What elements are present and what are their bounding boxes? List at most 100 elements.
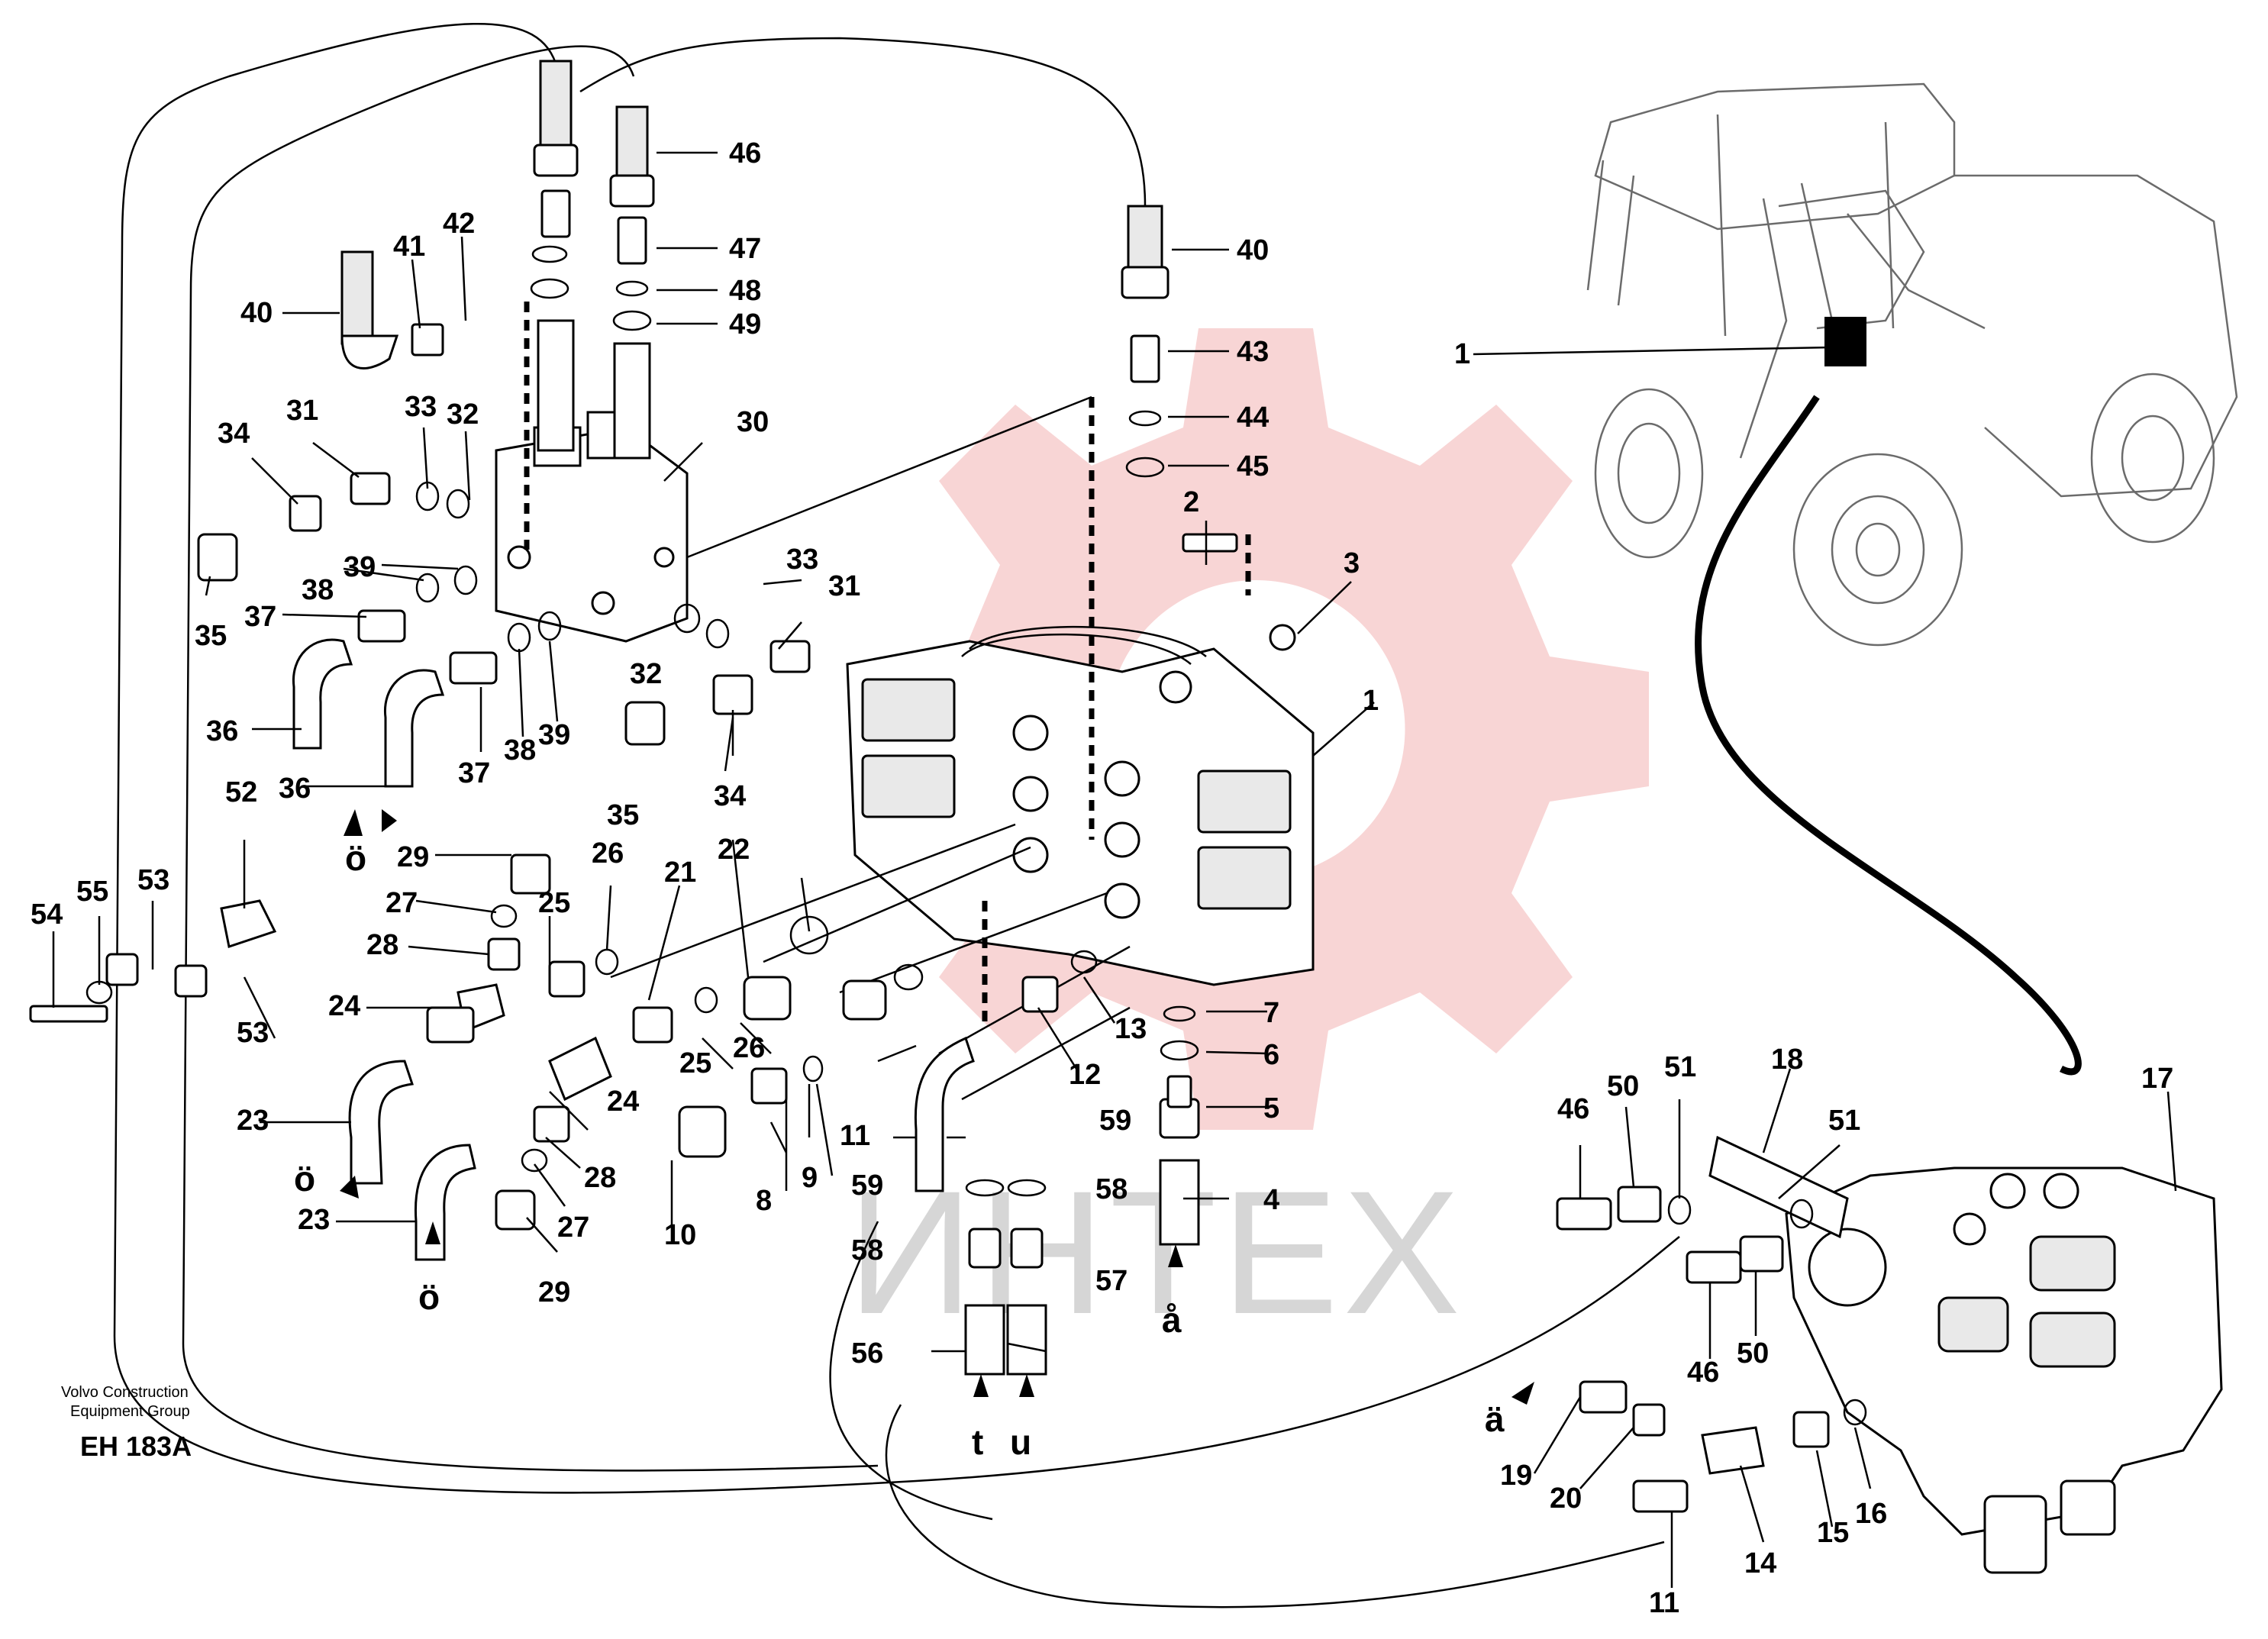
callout-25b: 25 xyxy=(679,1047,711,1079)
callout-27b: 27 xyxy=(557,1212,589,1244)
marker-a-ring: å xyxy=(1162,1300,1182,1340)
callout-46a: 46 xyxy=(729,137,761,169)
main-control-valve xyxy=(846,625,1315,986)
callout-26a: 26 xyxy=(592,837,624,870)
callout-49: 49 xyxy=(729,308,761,340)
callout-labels: 1 1 2 3 4 5 6 7 8 9 10 11 11 12 13 14 15… xyxy=(31,137,2173,1619)
callout-34a: 34 xyxy=(218,418,250,450)
callout-11a: 11 xyxy=(840,1120,870,1152)
callout-47: 47 xyxy=(729,233,761,265)
callout-59b: 59 xyxy=(1099,1105,1131,1137)
fittings-and-plugs xyxy=(29,472,1867,1513)
callout-42: 42 xyxy=(443,208,475,240)
long-hose-lines xyxy=(113,22,1680,1608)
callout-21: 21 xyxy=(664,857,696,889)
callout-53a: 53 xyxy=(137,864,169,896)
callout-28a: 28 xyxy=(366,929,398,961)
callout-40b: 40 xyxy=(1237,234,1269,266)
callout-53b: 53 xyxy=(237,1017,269,1049)
callout-4: 4 xyxy=(1263,1184,1279,1216)
callout-20: 20 xyxy=(1550,1483,1582,1515)
callout-15: 15 xyxy=(1817,1517,1849,1549)
callout-57: 57 xyxy=(1095,1265,1128,1297)
callout-23b: 23 xyxy=(298,1204,330,1236)
callout-24a: 24 xyxy=(328,990,360,1022)
callout-26b: 26 xyxy=(733,1032,765,1064)
pipe-18 xyxy=(1708,1135,1849,1239)
hose-assemblies-left xyxy=(292,638,1200,1376)
callout-48: 48 xyxy=(729,275,761,307)
callout-14: 14 xyxy=(1744,1547,1776,1579)
callout-23a: 23 xyxy=(237,1105,269,1137)
callout-leaders xyxy=(52,151,2177,1588)
callout-30: 30 xyxy=(737,406,769,438)
callout-33a: 33 xyxy=(405,391,437,423)
watermark-text: ИНТЕХ xyxy=(847,1154,1465,1350)
callout-45: 45 xyxy=(1237,450,1269,482)
callout-7: 7 xyxy=(1263,997,1279,1029)
callout-10: 10 xyxy=(664,1219,696,1251)
callout-22: 22 xyxy=(718,834,750,866)
marker-a-umlaut: ä xyxy=(1485,1399,1505,1439)
callout-36b: 36 xyxy=(279,773,311,805)
callout-32a: 32 xyxy=(447,398,479,431)
callout-16: 16 xyxy=(1855,1498,1887,1530)
callout-39a: 39 xyxy=(344,551,376,583)
callout-17: 17 xyxy=(2141,1063,2173,1095)
callout-3: 3 xyxy=(1344,547,1360,579)
callout-2: 2 xyxy=(1183,486,1199,518)
marker-o-1: ö xyxy=(345,838,366,878)
callout-1a: 1 xyxy=(1454,338,1470,370)
callout-31a: 31 xyxy=(286,395,318,427)
hose-fittings-top xyxy=(340,60,1169,478)
callout-19: 19 xyxy=(1500,1460,1532,1492)
callout-54: 54 xyxy=(31,899,63,931)
callout-18: 18 xyxy=(1771,1044,1803,1076)
callout-37b: 37 xyxy=(458,757,490,789)
callout-33b: 33 xyxy=(786,544,818,576)
callout-29b: 29 xyxy=(538,1276,570,1308)
marker-o-2: ö xyxy=(294,1159,315,1199)
callout-9: 9 xyxy=(802,1162,818,1194)
marker-o-3: ö xyxy=(418,1277,440,1317)
callout-34b: 34 xyxy=(714,780,746,812)
credit-line-1: Volvo Construction xyxy=(61,1384,189,1401)
callout-35b: 35 xyxy=(607,799,639,831)
callout-46b: 46 xyxy=(1557,1093,1589,1125)
drawing-credit-block: Volvo Construction Equipment Group EH 18… xyxy=(61,1384,192,1462)
callout-58b: 58 xyxy=(1095,1173,1128,1205)
callout-43: 43 xyxy=(1237,336,1269,368)
callout-29a: 29 xyxy=(397,841,429,873)
callout-6: 6 xyxy=(1263,1039,1279,1071)
callout-55: 55 xyxy=(76,876,108,908)
callout-58a: 58 xyxy=(851,1234,883,1266)
callout-32b: 32 xyxy=(630,658,662,690)
callout-51b: 51 xyxy=(1828,1105,1860,1137)
callout-27a: 27 xyxy=(386,887,418,919)
callout-31b: 31 xyxy=(828,570,860,602)
dashed-connection-lines xyxy=(524,302,1251,1023)
machine-valve-highlight xyxy=(1824,317,1866,366)
callout-1b: 1 xyxy=(1363,685,1379,717)
callout-40a: 40 xyxy=(240,297,273,329)
callout-28b: 28 xyxy=(584,1162,616,1194)
callout-12: 12 xyxy=(1069,1059,1101,1091)
callout-41: 41 xyxy=(393,231,425,263)
callout-24b: 24 xyxy=(607,1086,639,1118)
connection-arrows xyxy=(340,809,1534,1405)
marker-t: t xyxy=(972,1422,983,1462)
callout-44: 44 xyxy=(1237,402,1269,434)
callout-52: 52 xyxy=(225,776,257,808)
callout-38b: 38 xyxy=(504,734,536,766)
callout-8: 8 xyxy=(756,1185,772,1217)
callout-46c: 46 xyxy=(1687,1357,1719,1389)
callout-37a: 37 xyxy=(244,601,276,633)
callout-56: 56 xyxy=(851,1337,883,1370)
callout-11b: 11 xyxy=(1649,1587,1679,1619)
machine-overview-illustration xyxy=(1586,82,2238,1076)
auxiliary-control-valve xyxy=(1785,1166,2223,1574)
callout-35a: 35 xyxy=(195,620,227,652)
callout-50a: 50 xyxy=(1607,1070,1639,1102)
callout-36a: 36 xyxy=(206,715,238,747)
